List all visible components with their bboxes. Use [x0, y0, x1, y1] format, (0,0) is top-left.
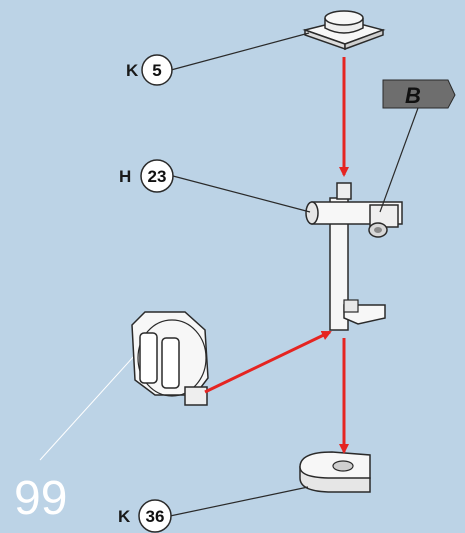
- part-round-base: [299, 451, 371, 493]
- part-motor-housing: [131, 311, 209, 406]
- part-vertical-post: [329, 182, 386, 331]
- part-base-plate: [302, 10, 386, 51]
- callout-letter: H: [119, 167, 131, 186]
- callout-h23: H 23: [119, 159, 311, 213]
- callout-k5: K 5: [126, 32, 310, 86]
- step-number: 99: [14, 472, 67, 525]
- callout-letter: K: [126, 61, 139, 80]
- callout-letter: K: [118, 507, 131, 526]
- flag-marker: B: [379, 79, 456, 213]
- part-cross-connector: [305, 201, 403, 238]
- flag-label: B: [405, 83, 421, 108]
- callout-quantity: 36: [146, 507, 165, 526]
- arrow-to-bracket: [204, 330, 332, 394]
- callout-k36: K 36: [118, 486, 309, 533]
- step-leader-line: [39, 354, 136, 461]
- callout-quantity: 23: [148, 167, 167, 186]
- callout-quantity: 5: [152, 61, 161, 80]
